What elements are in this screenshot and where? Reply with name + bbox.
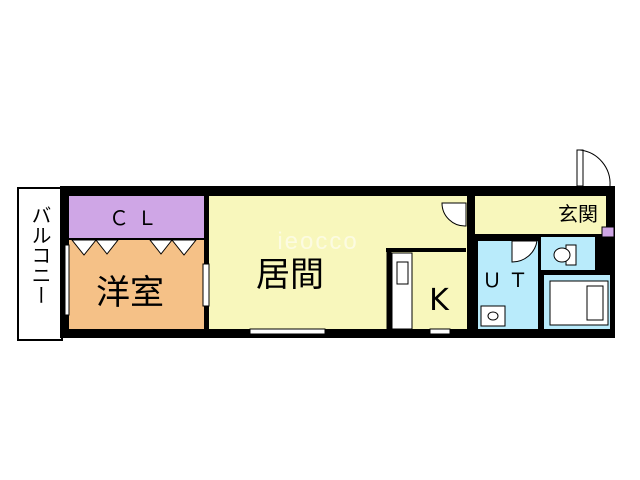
interior-wall [467,196,475,329]
window [249,328,326,335]
balcony-label: バルコニー [28,205,52,305]
front-door [576,149,584,187]
shoe-box [601,226,615,238]
watermark: ieocco [277,228,358,255]
window [64,244,70,316]
closet [69,196,204,238]
balcony [17,187,63,341]
window [429,328,451,335]
kitchen-label: K [429,283,450,318]
living-room-label: 居間 [256,255,324,295]
western-room-label: 洋室 [96,273,164,313]
door-arc [579,149,611,187]
entrance-label: 玄関 [558,202,598,226]
door-swing [441,202,467,227]
entrance-hall [475,196,606,234]
closet-label: ＣＬ [109,206,165,230]
western-room [69,240,204,329]
bathtub-inner-icon [586,285,604,321]
closet-doors [70,239,198,256]
utility-label: ＵＴ [482,268,534,292]
basin-icon [487,311,499,321]
toilet-bowl-icon [553,247,571,263]
utility-door-arc [511,240,538,263]
washbasin-icon [480,305,506,327]
sink-icon [396,261,409,285]
window [202,263,210,307]
